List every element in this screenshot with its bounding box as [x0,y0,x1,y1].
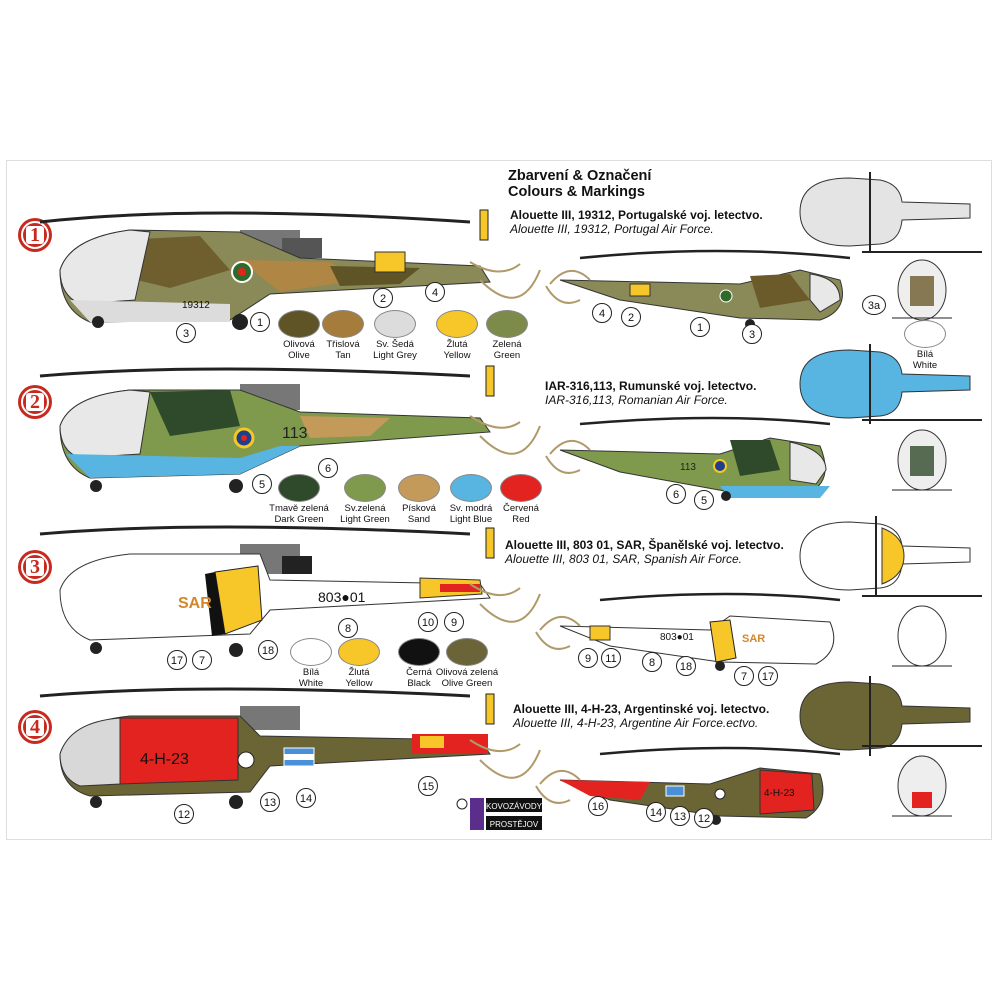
callout-number: 2 [621,307,641,327]
variant-title: Alouette III, 4-H-23, Argentinské voj. l… [513,702,770,730]
callout-number: 5 [252,474,272,494]
header-title-en: Colours & Markings [508,184,645,200]
callout-number: 14 [646,802,666,822]
swatch-oval [904,320,946,348]
variant-number-badge: 4 [18,710,52,744]
callout-number: 14 [296,788,316,808]
logo-text-line2: PROSTĚJOV [490,820,539,829]
callout-number: 12 [174,804,194,824]
callout-number: 3 [742,324,762,344]
callout-number: 15 [418,776,438,796]
serial-marking: 113 [282,425,308,442]
callout-number: 11 [601,648,621,668]
sheet-frame [6,160,992,840]
serial-marking: 803●01 [660,632,694,643]
helicopter-side-view-3-right: 803●01 SAR [535,592,841,671]
logo-text-line1: KOVOZÁVODY [486,802,543,811]
callout-number: 16 [588,796,608,816]
callout-number: 7 [734,666,754,686]
serial-marking: 19312 [182,300,210,311]
callout-number: 10 [418,612,438,632]
callout-number: 3a [862,295,886,315]
callout-number: 1 [690,317,710,337]
manufacturer-logo: KOVOZÁVODY PROSTĚJOV [456,798,543,830]
variant-title: IAR-316,113, Rumunské voj. letectvo.IAR-… [545,379,757,407]
helicopter-side-view-2: 113 [39,365,541,493]
callout-number: 1 [250,312,270,332]
helicopter-side-view-3: SAR 803●01 [39,525,541,657]
helicopter-side-view-4-right: 4-H-23 [535,746,841,825]
callout-number: 8 [642,652,662,672]
callout-number: 18 [258,640,278,660]
callout-number: 8 [338,618,358,638]
callout-number: 9 [578,648,598,668]
helicopter-front-view-2 [862,419,982,491]
callout-number: 17 [167,650,187,670]
header-title-cz: Zbarvení & Označení [508,168,652,184]
serial-marking: 4-H-23 [140,751,189,768]
callout-number: 18 [676,656,696,676]
sar-marking: SAR [742,633,765,645]
variant-number-badge: 3 [18,550,52,584]
serial-marking: 113 [680,462,696,473]
helicopter-front-view-4 [862,745,982,817]
callout-number: 4 [425,282,445,302]
variant-title: Alouette III, 19312, Portugalské voj. le… [510,208,763,236]
helicopter-side-view-4: 4-H-23 [39,687,541,809]
helicopter-top-view-1 [799,172,971,252]
callout-number: 6 [318,458,338,478]
callout-number: 7 [192,650,212,670]
callout-number: 5 [694,490,714,510]
callout-number: 17 [758,666,778,686]
callout-number: 12 [694,808,714,828]
callout-number: 4 [592,303,612,323]
sar-marking: SAR [178,595,212,612]
variant-number-badge: 1 [18,218,52,252]
callout-number: 2 [373,288,393,308]
callout-number: 9 [444,612,464,632]
helicopter-top-view-3 [799,516,971,596]
callout-number: 3 [176,323,196,343]
callout-number: 13 [260,792,280,812]
helicopter-front-view-1 [862,251,982,321]
helicopter-side-view-1: 19312 [39,209,541,330]
helicopter-side-view-2-right: 113 [545,416,831,501]
serial-marking: 4-H-23 [764,788,795,799]
helicopter-top-view-2 [799,344,971,424]
variant-title: Alouette III, 803 01, SAR, Španělské voj… [505,538,784,566]
helicopter-top-view-4 [799,676,971,756]
variant-number-badge: 2 [18,385,52,419]
serial-marking: 803●01 [318,589,366,605]
callout-number: 13 [670,806,690,826]
helicopter-side-view-1-right [545,249,851,329]
callout-number: 6 [666,484,686,504]
helicopter-front-view-3 [862,595,982,667]
